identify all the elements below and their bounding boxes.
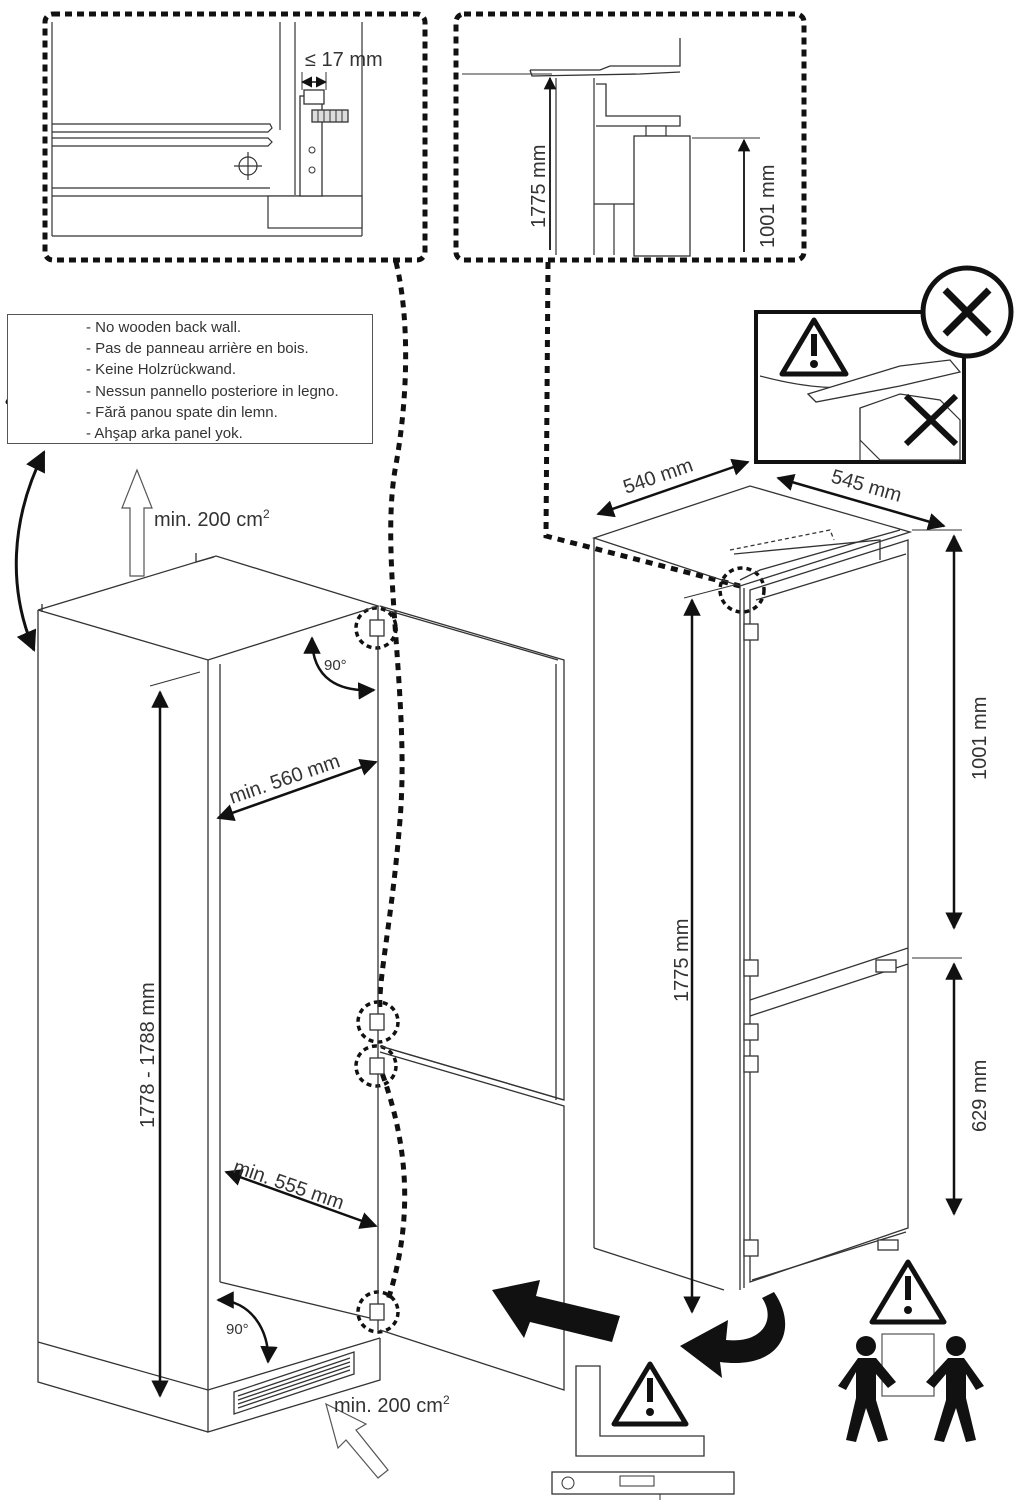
detail-hinge-gap: ≤ 17 mm [42, 11, 428, 263]
appliance-lower-label: 629 mm [969, 1060, 991, 1132]
warning-line-fr: - Pas de panneau arrière en bois. [86, 340, 309, 358]
set-square-icon [575, 1365, 705, 1457]
warning-icon [779, 317, 849, 377]
ventilation-top: min. 200 cm2 [121, 468, 270, 577]
detail-connectors [375, 261, 741, 1301]
cabinet-height-label: 1778 - 1788 mm [137, 982, 159, 1128]
angle-top-label: 90° [324, 657, 347, 674]
cabinet-dimensions: 1778 - 1788 mm min. 560 mm min. 555 mm 9… [137, 636, 378, 1398]
push-arrow-icon [492, 1280, 620, 1342]
appliance-upper-label: 1001 mm [969, 697, 991, 780]
detail-height-upper: 1001 mm [757, 165, 779, 248]
warning-icon [869, 1259, 947, 1325]
detail-height-total: 1775 mm [528, 145, 550, 228]
appliance-drawing [591, 485, 913, 1291]
cabinet-width-bottom-label: min. 555 mm [230, 1156, 346, 1214]
no-wooden-back-wall-warning: - No wooden back wall. - Pas de panneau … [7, 314, 373, 444]
warning-line-tr: - Ahşap arka panel yok. [86, 425, 243, 443]
detail-heights: 1775 mm 1001 mm [453, 11, 807, 263]
warning-line-de: - Keine Holzrückwand. [86, 361, 237, 379]
cabinet-drawing [37, 553, 565, 1433]
appliance-height-label: 1775 mm [671, 919, 693, 1002]
two-person-lift-icon [838, 1333, 984, 1442]
gap-label: ≤ 17 mm [305, 49, 383, 71]
vent-top-label: min. 200 cm2 [154, 507, 270, 531]
vent-bottom-label: min. 200 cm2 [334, 1393, 450, 1417]
spirit-level-icon [551, 1471, 735, 1500]
back-wall-arrow [14, 450, 46, 652]
hinge-highlights [354, 566, 766, 1334]
warning-line-it: - Nessun pannello posteriore in legno. [86, 382, 339, 400]
prohibited-icon [920, 265, 1014, 359]
rotate-arrow-icon [680, 1292, 786, 1378]
ventilation-bottom: min. 200 cm2 [325, 1393, 450, 1479]
prohibited-detail [754, 310, 966, 464]
warning-icon [611, 1361, 689, 1427]
appliance-width-label: 545 mm [829, 466, 905, 507]
warning-line-ro: - Fără panou spate din lemn. [86, 403, 278, 421]
warning-lines: - No wooden back wall. - Pas de panneau … [86, 317, 339, 444]
warning-line-en: - No wooden back wall. [86, 319, 242, 336]
appliance-dimensions: 540 mm 545 mm 1775 mm 1001 mm 629 mm [596, 454, 991, 1314]
angle-bottom-label: 90° [226, 1321, 249, 1338]
